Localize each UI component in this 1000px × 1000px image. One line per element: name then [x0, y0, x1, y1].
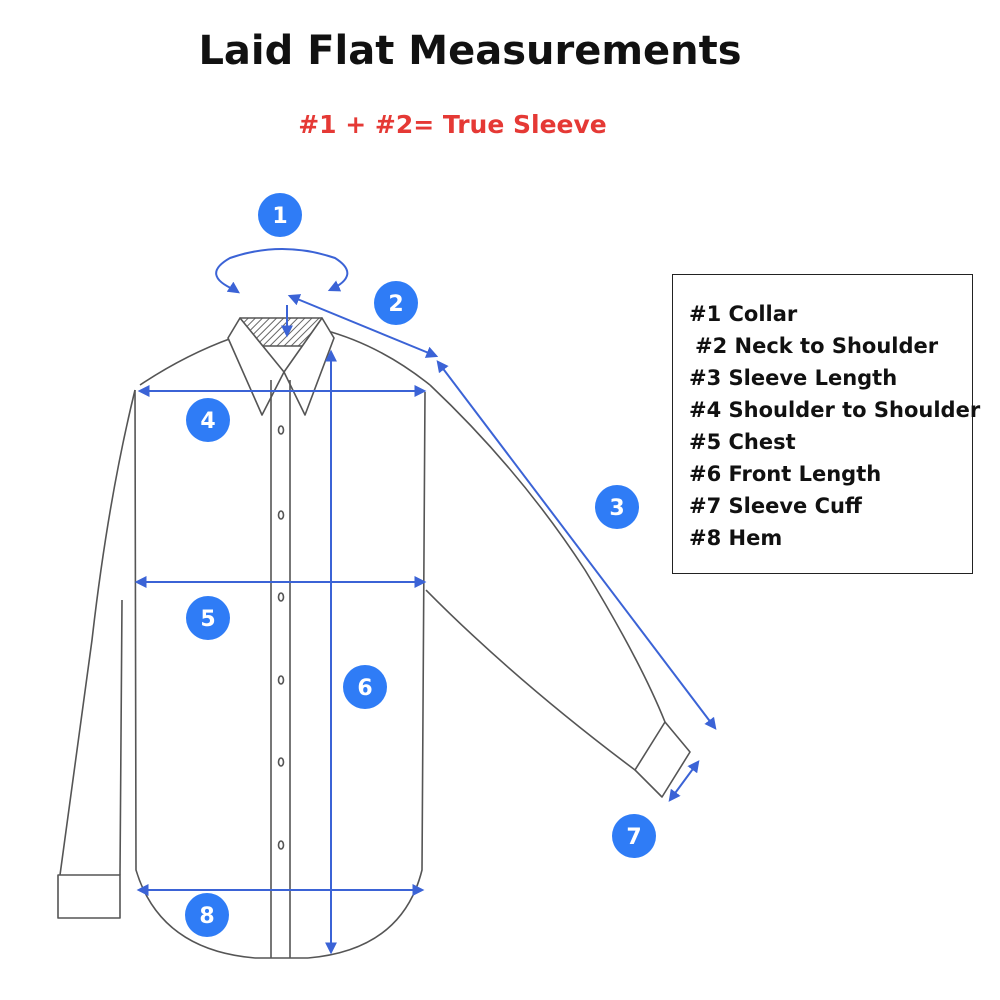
page-title: Laid Flat Measurements — [198, 28, 742, 74]
neck-to-shoulder-line — [287, 294, 439, 358]
shirt-outline — [57, 317, 691, 959]
badge-1-label: 1 — [272, 204, 287, 229]
legend-item-shoulder-to-shoulder: #4 Shoulder to Shoulder — [689, 398, 981, 422]
legend-item-front-length: #6 Front Length — [689, 462, 882, 486]
badge-3-label: 3 — [609, 496, 624, 521]
badge-5: 5 — [186, 596, 230, 640]
right-sleeve-inner — [425, 589, 636, 771]
right-sleeve-outer — [429, 384, 666, 723]
badge-3: 3 — [595, 485, 639, 529]
shirt-body-left-side — [134, 389, 256, 959]
badge-5-label: 5 — [200, 607, 215, 632]
measurement-lines — [134, 248, 717, 955]
legend-item-collar: #1 Collar — [689, 302, 798, 326]
badge-6-label: 6 — [357, 676, 372, 701]
badge-7: 7 — [612, 814, 656, 858]
badge-1: 1 — [258, 193, 302, 237]
badge-7-label: 7 — [626, 825, 641, 850]
legend-item-chest: #5 Chest — [689, 430, 796, 454]
left-shoulder — [139, 337, 233, 386]
sleeve-length-line — [436, 360, 717, 730]
badge-8-label: 8 — [199, 904, 214, 929]
sleeve-cuff-line — [668, 760, 700, 802]
legend-item-neck-to-shoulder: #2 Neck to Shoulder — [695, 334, 939, 358]
legend-item-sleeve-cuff: #7 Sleeve Cuff — [689, 494, 862, 518]
left-cuff — [57, 874, 121, 919]
badge-4-label: 4 — [200, 409, 215, 434]
buttons — [277, 425, 285, 850]
legend-item-hem: #8 Hem — [689, 526, 783, 550]
legend-item-sleeve-length: #3 Sleeve Length — [689, 366, 898, 390]
badge-8: 8 — [185, 893, 229, 937]
right-cuff — [634, 721, 691, 798]
badge-2-label: 2 — [388, 292, 403, 317]
badge-6: 6 — [343, 665, 387, 709]
right-shoulder — [323, 329, 431, 386]
true-sleeve-formula: #1 + #2= True Sleeve — [298, 110, 607, 139]
measurement-legend: #1 Collar #2 Neck to Shoulder #3 Sleeve … — [672, 274, 980, 574]
collar-measure-arc — [215, 248, 349, 292]
shirt-body-right-side — [307, 391, 426, 959]
badge-4: 4 — [186, 398, 230, 442]
badge-2: 2 — [374, 281, 418, 325]
left-sleeve — [59, 389, 136, 876]
